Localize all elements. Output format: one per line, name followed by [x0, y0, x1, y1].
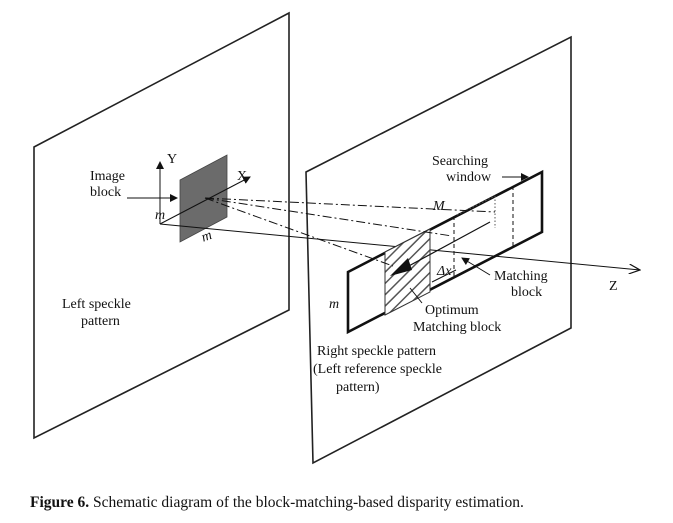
projection-line-middle	[204, 197, 453, 237]
optimum-block-leader	[409, 287, 423, 304]
disparity-arrowhead	[390, 258, 412, 276]
right-speckle-label-line2: (Left reference speckle	[313, 362, 442, 377]
image-block-label-line2: block	[90, 185, 121, 200]
left-speckle-label-line2: pattern	[81, 314, 120, 329]
matching-block-label-line1: Matching	[494, 269, 548, 284]
projection-line-lower	[204, 197, 394, 267]
image-block	[179, 154, 228, 243]
right-speckle-label-line1: Right speckle pattern	[317, 344, 436, 359]
matching-block-dotted-2	[456, 195, 496, 216]
optimum-block-label-line1: Optimum	[425, 303, 479, 318]
searching-window-label-line1: Searching	[432, 154, 488, 169]
y-axis-label: Y	[167, 152, 177, 167]
figure-caption: Figure 6. Schematic diagram of the block…	[30, 494, 670, 512]
right-speckle-plane	[305, 35, 572, 465]
left-speckle-label-line1: Left speckle	[62, 297, 131, 312]
M-label: M	[432, 199, 446, 214]
m-label-right: m	[329, 297, 339, 312]
matching-block-label-line2: block	[511, 285, 542, 300]
left-speckle-plane	[33, 11, 290, 440]
m-label-left-horizontal: m	[199, 228, 214, 246]
figure-caption-label: Figure 6.	[30, 494, 90, 511]
z-axis-label: Z	[609, 279, 618, 294]
matching-block-leader	[461, 257, 491, 276]
m-label-left-vertical: m	[155, 208, 165, 223]
right-speckle-label-line3: pattern)	[336, 380, 380, 395]
image-block-label-line1: Image	[90, 169, 125, 184]
optimum-matching-block	[384, 228, 431, 316]
optimum-block-label-line2: Matching block	[413, 320, 501, 335]
figure-caption-text: Schematic diagram of the block-matching-…	[89, 494, 524, 511]
delta-x-label: Δx	[436, 264, 452, 279]
projection-line-upper	[204, 197, 496, 213]
delta-x-bracket	[431, 269, 457, 283]
x-axis-arrow	[159, 176, 251, 225]
x-axis-label: X	[237, 169, 247, 184]
searching-window-label-line2: window	[446, 170, 492, 185]
searching-window	[346, 169, 544, 335]
